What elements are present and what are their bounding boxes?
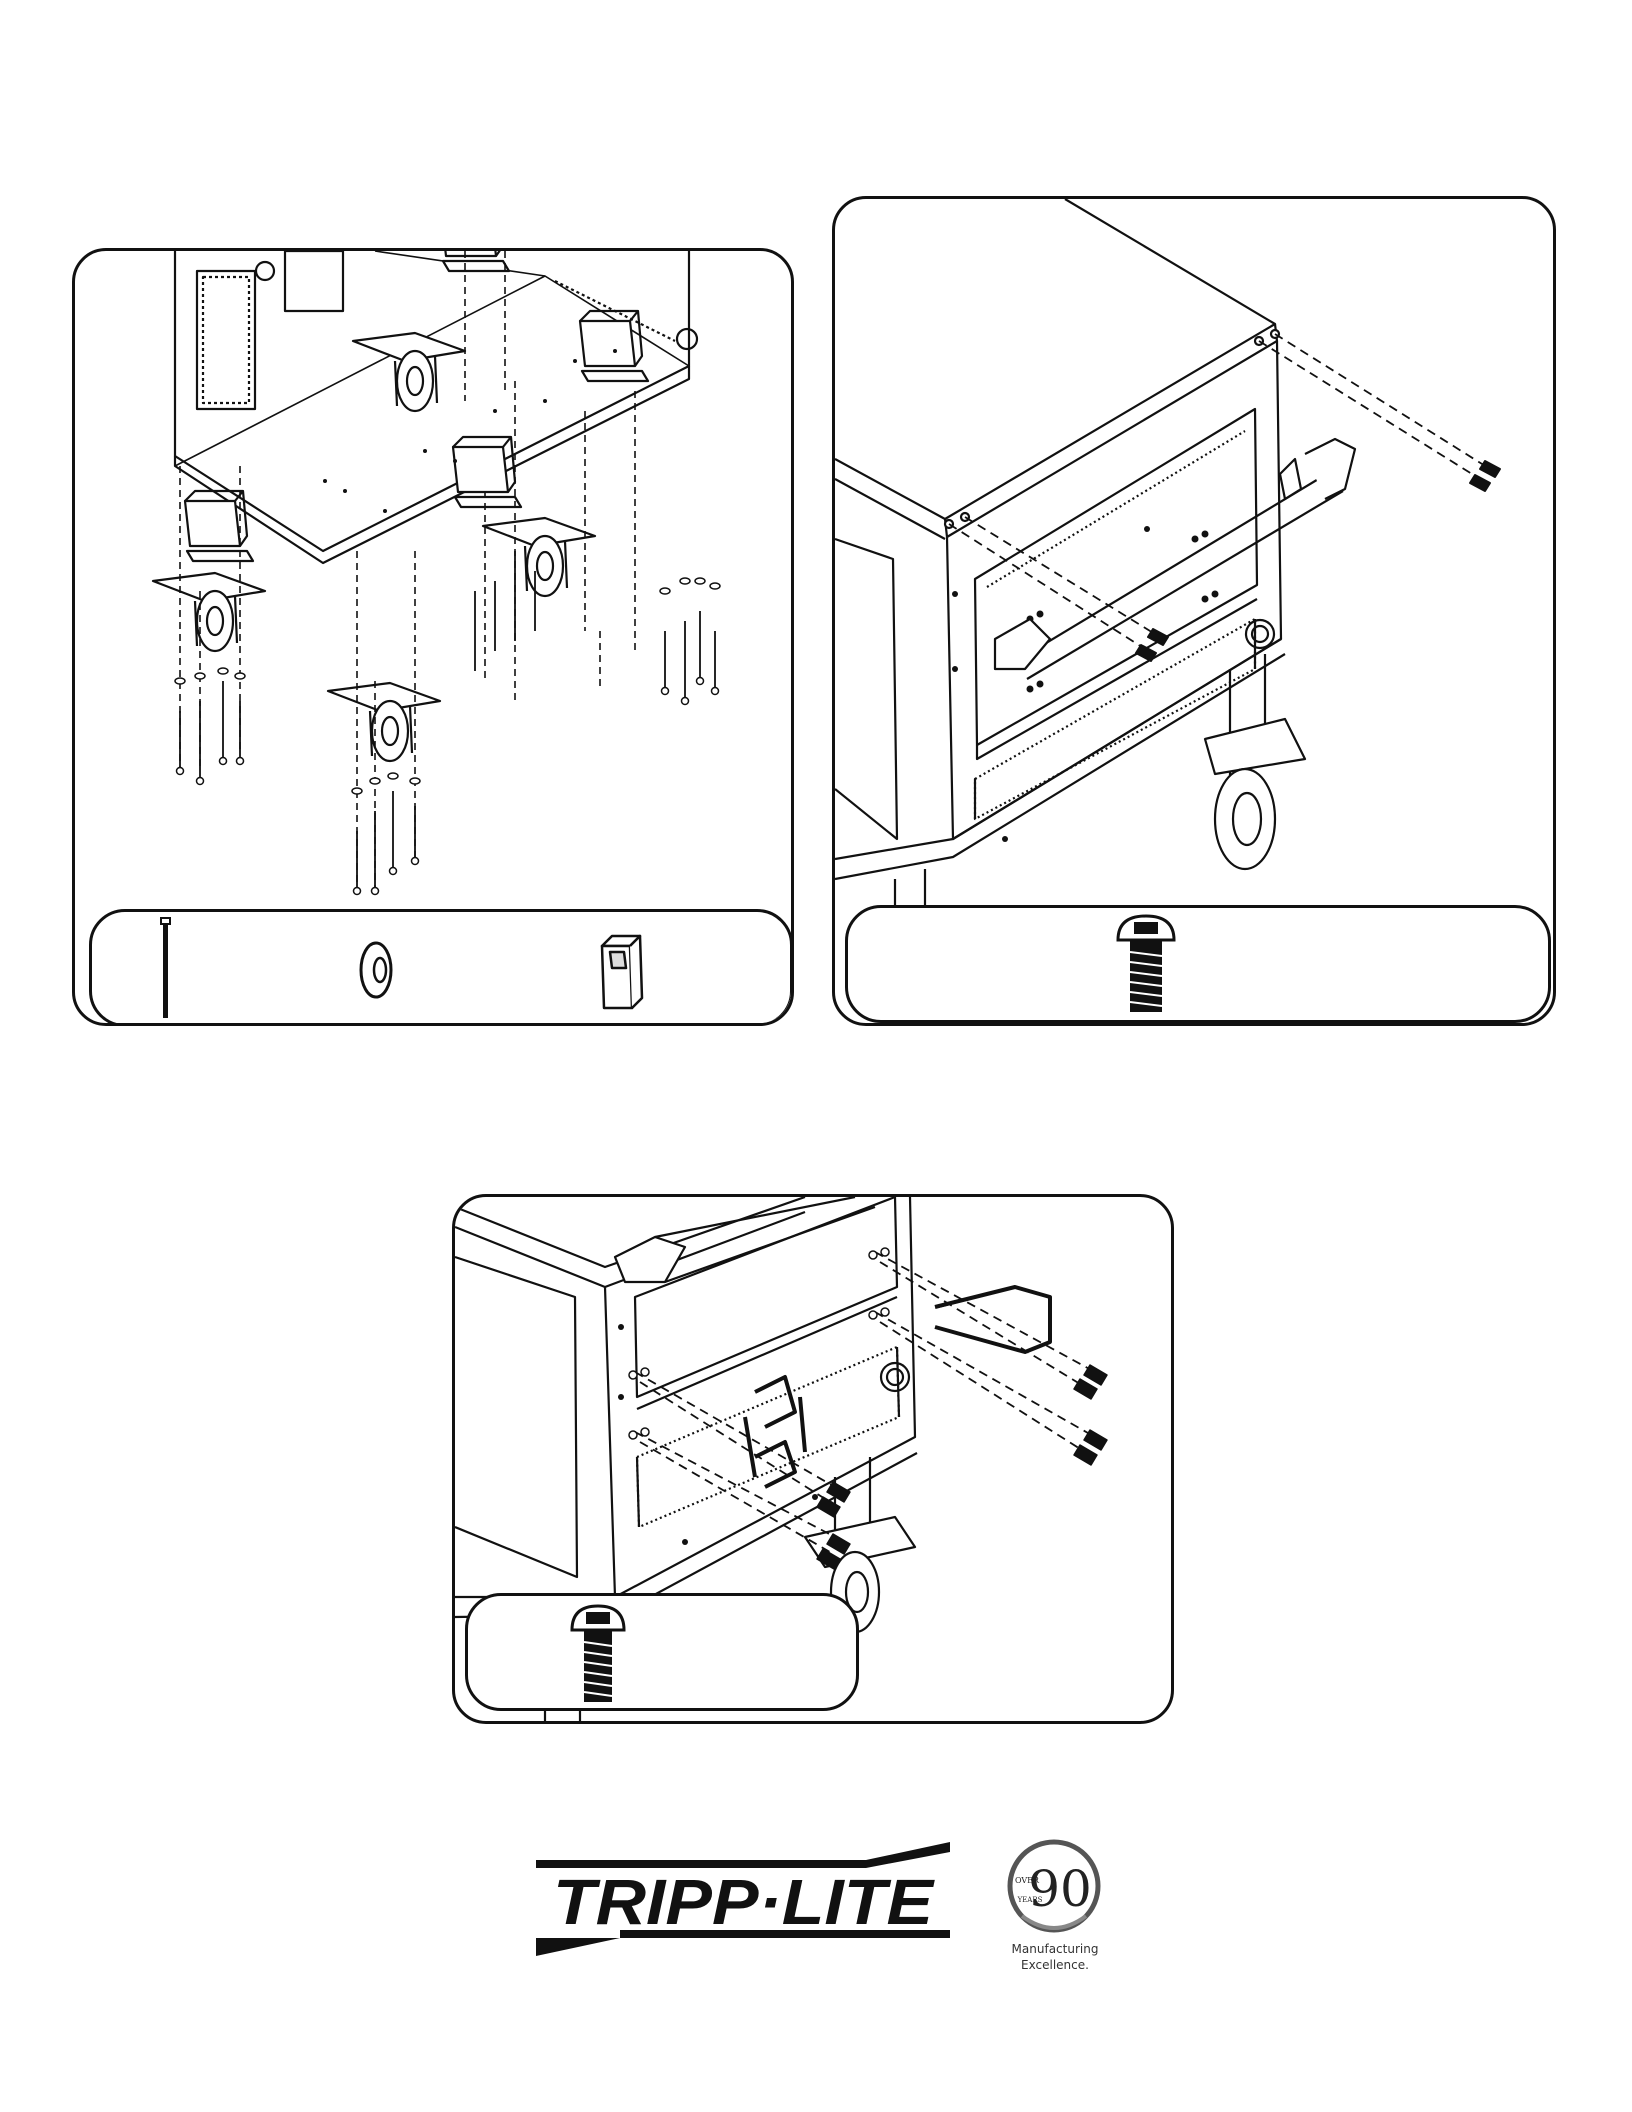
svg-text:90: 90	[1028, 1860, 1092, 1918]
caster-mount-bracket-icon	[602, 936, 642, 1008]
ninety-years-seal-icon: 90 OVER YEARS	[1000, 1836, 1110, 1940]
ninety-years-badge: 90 OVER YEARS Manufacturing Excellence.	[1000, 1836, 1110, 1986]
bolt-icon	[161, 918, 170, 1018]
badge-text-excellence: Excellence.	[1000, 1958, 1110, 1972]
caster-parts-tray	[89, 909, 793, 1026]
button-head-screw-icon	[572, 1606, 624, 1702]
cord-wrap-parts-tray	[465, 1593, 859, 1711]
badge-text-manufacturing: Manufacturing	[1000, 1942, 1110, 1956]
caster-installation-panel	[72, 248, 794, 1026]
button-head-screw-icon	[1118, 916, 1174, 1012]
cord-wrap-installation-panel	[452, 1194, 1174, 1724]
handle-assembly-illustration	[835, 199, 1556, 1026]
handle-installation-panel	[832, 196, 1556, 1026]
svg-text:OVER: OVER	[1015, 1876, 1040, 1885]
tripp-lite-logo: TRIPP·LITE	[536, 1842, 950, 1956]
logo-wordmark: TRIPP·LITE	[553, 1866, 936, 1938]
handle-parts-tray	[845, 905, 1551, 1023]
washer-icon	[361, 943, 391, 997]
svg-text:YEARS: YEARS	[1017, 1896, 1043, 1904]
